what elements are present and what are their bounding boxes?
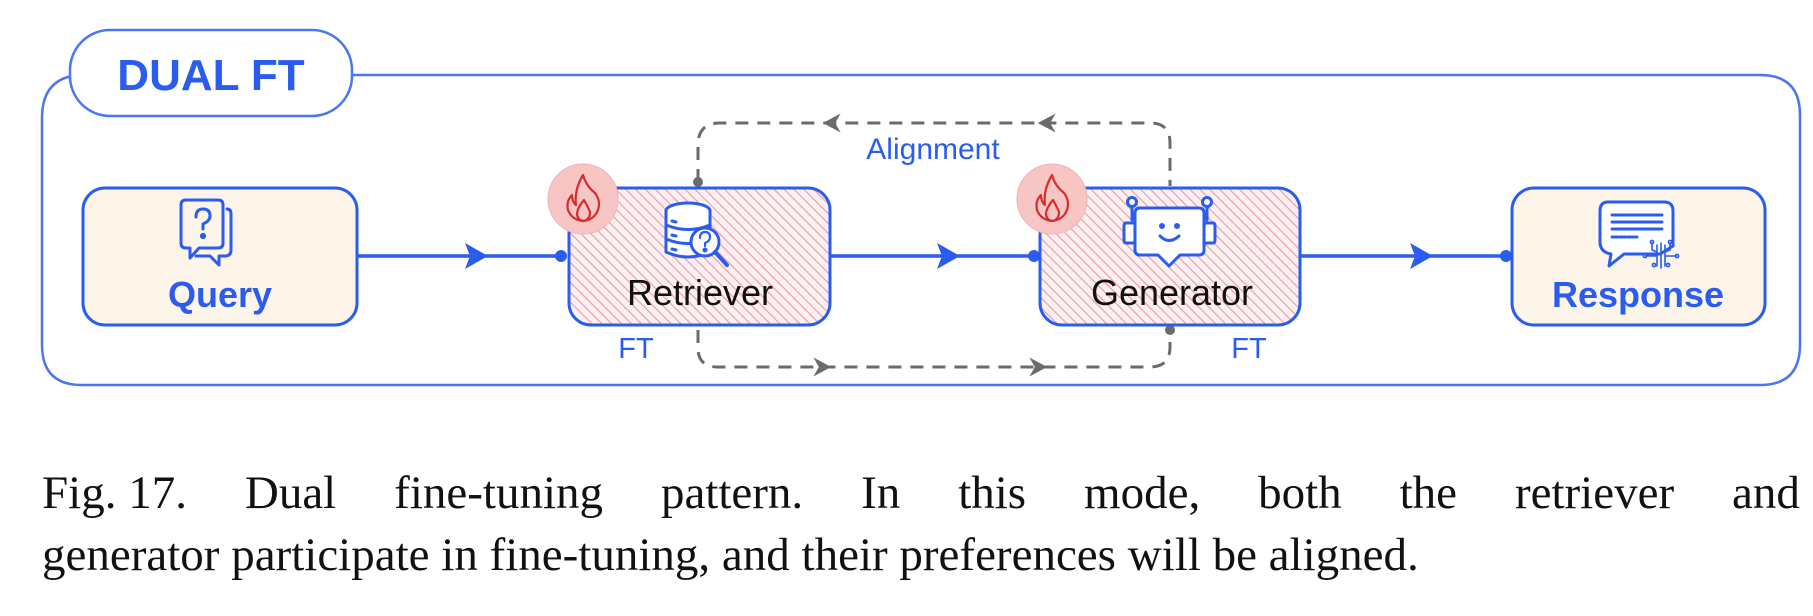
caption-word: retriever xyxy=(1514,467,1675,519)
alignment-loop-bottom xyxy=(696,325,1175,377)
query-node[interactable]: Query xyxy=(81,186,359,327)
caption-fig-label: Fig. 17. xyxy=(42,467,187,519)
alignment-arrow-left-2 xyxy=(1037,113,1056,133)
response-label: Response xyxy=(1552,274,1724,315)
generator-ft-label: FT xyxy=(1231,333,1267,365)
alignment-port-generator-bottom xyxy=(1165,325,1175,335)
retriever-flame-badge xyxy=(547,163,619,235)
chat-question-icon xyxy=(179,198,233,267)
generator-flame-badge xyxy=(1016,163,1088,235)
dual-ft-diagram: DUAL FT Alignment xyxy=(40,28,1802,387)
frame-title: DUAL FT xyxy=(117,51,305,100)
generator-node[interactable]: Generator xyxy=(1038,186,1302,327)
flame-icon xyxy=(566,173,601,223)
caption-word: Dual xyxy=(244,467,337,519)
edge-generator-response xyxy=(1300,243,1512,269)
edge-port xyxy=(1028,250,1040,262)
retriever-label: Retriever xyxy=(627,272,773,313)
edge-retriever-generator xyxy=(830,243,1040,269)
frame-title-badge: DUAL FT xyxy=(68,28,354,118)
alignment-label: Alignment xyxy=(866,133,1000,166)
caption-word: and xyxy=(1732,467,1800,519)
caption-word: fine-tuning xyxy=(394,467,604,519)
dual-ft-frame xyxy=(40,73,1802,387)
database-search-icon xyxy=(664,201,729,267)
query-label: Query xyxy=(168,274,272,315)
retriever-node[interactable]: Retriever xyxy=(567,186,832,327)
caption-word: In xyxy=(861,467,901,519)
alignment-arrow-right-2 xyxy=(1029,357,1048,377)
robot-chat-icon xyxy=(1122,196,1217,268)
arrow-head xyxy=(465,243,488,269)
flame-icon xyxy=(1035,173,1070,223)
caption-word: this xyxy=(958,467,1027,519)
response-node[interactable]: Response xyxy=(1510,186,1767,327)
alignment-loop-top xyxy=(693,113,1172,187)
alignment-port-retriever-top xyxy=(693,177,703,187)
caption-word: pattern. xyxy=(660,467,804,519)
caption-word: the xyxy=(1399,467,1458,519)
retriever-ft-label: FT xyxy=(618,333,654,365)
caption-line-2: generator participate in fine-tuning, an… xyxy=(42,529,1419,581)
circuit-icon xyxy=(1642,239,1680,269)
arrow-head xyxy=(1410,243,1433,269)
edge-query-retriever xyxy=(357,243,567,269)
caption-word: mode, xyxy=(1084,467,1201,519)
chat-ai-response-icon xyxy=(1598,200,1680,269)
alignment-arrow-right-1 xyxy=(813,357,832,377)
caption-word: both xyxy=(1258,467,1342,519)
alignment-arrow-left-1 xyxy=(822,113,841,133)
arrow-head xyxy=(937,243,960,269)
edge-port xyxy=(1500,250,1512,262)
caption-line-1: Fig. 17. Dual fine-tuning pattern. In th… xyxy=(42,462,1800,524)
edge-port xyxy=(555,250,567,262)
figure-caption: Fig. 17. Dual fine-tuning pattern. In th… xyxy=(42,462,1800,586)
generator-label: Generator xyxy=(1091,272,1253,313)
